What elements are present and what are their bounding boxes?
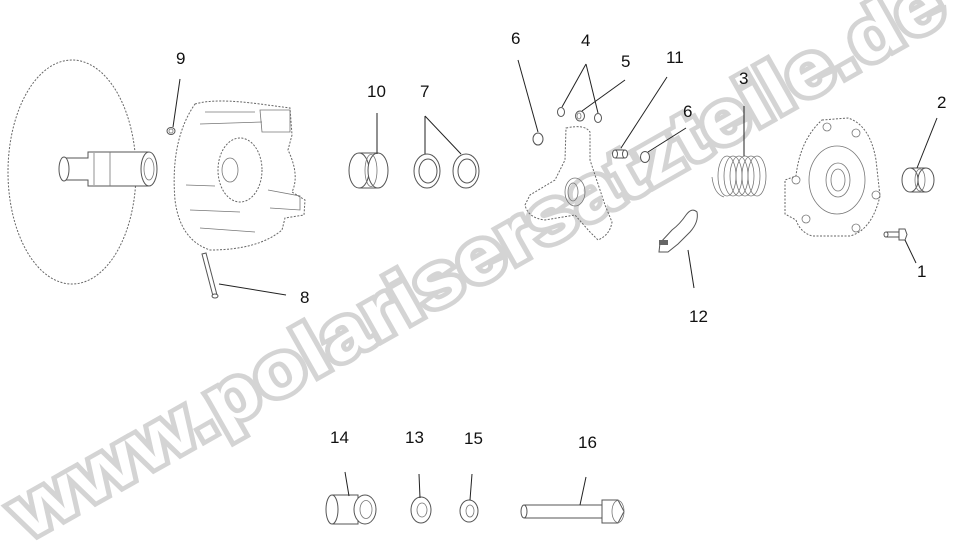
callout-11: 10 (367, 82, 386, 101)
callout-7: 7 (420, 82, 429, 101)
part-6-roller-left (532, 132, 544, 146)
callout-13: 13 (405, 428, 424, 447)
callout-14: 14 (330, 428, 349, 447)
part-3-spring (711, 155, 767, 198)
callout-8: 12 (689, 307, 708, 326)
callout-6-right: 6 (683, 102, 692, 121)
callout-1: 1 (917, 262, 926, 281)
part-4-nuts (557, 107, 602, 123)
callout-10: 9 (176, 49, 185, 68)
spider (524, 126, 613, 241)
part-14-spacer (325, 494, 377, 525)
part-11-bushing (348, 152, 389, 189)
part-7-seals (413, 153, 480, 189)
part-6-roller-right (640, 151, 650, 163)
callout-labels: 9 8 10 7 6 4 5 11 6 3 2 1 12 14 13 15 16 (176, 29, 946, 452)
moveable-sheave (173, 100, 306, 251)
part-9-pin (201, 252, 219, 299)
clutch-cover (784, 117, 881, 237)
callout-4: 4 (581, 31, 590, 50)
part-5-washer (575, 110, 585, 122)
callout-3: 3 (739, 69, 748, 88)
leader-lines (172, 59, 938, 506)
part-10-nut (166, 127, 176, 135)
callout-12: 11 (666, 48, 684, 67)
callout-2: 2 (937, 93, 946, 112)
part-15-washer (459, 499, 479, 523)
callout-5: 5 (621, 52, 630, 71)
callout-9: 8 (300, 288, 309, 307)
callout-6-left: 6 (511, 29, 520, 48)
callout-16: 16 (578, 433, 597, 452)
part-2-bushing (901, 167, 935, 193)
part-1-bolt (883, 228, 908, 241)
part-16-bolt (520, 499, 625, 524)
callout-15: 15 (464, 429, 483, 448)
fixed-sheave (7, 59, 158, 285)
part-13-washer (410, 496, 432, 524)
part-8-weight-arm (658, 209, 698, 253)
part-12-pin (612, 149, 628, 159)
